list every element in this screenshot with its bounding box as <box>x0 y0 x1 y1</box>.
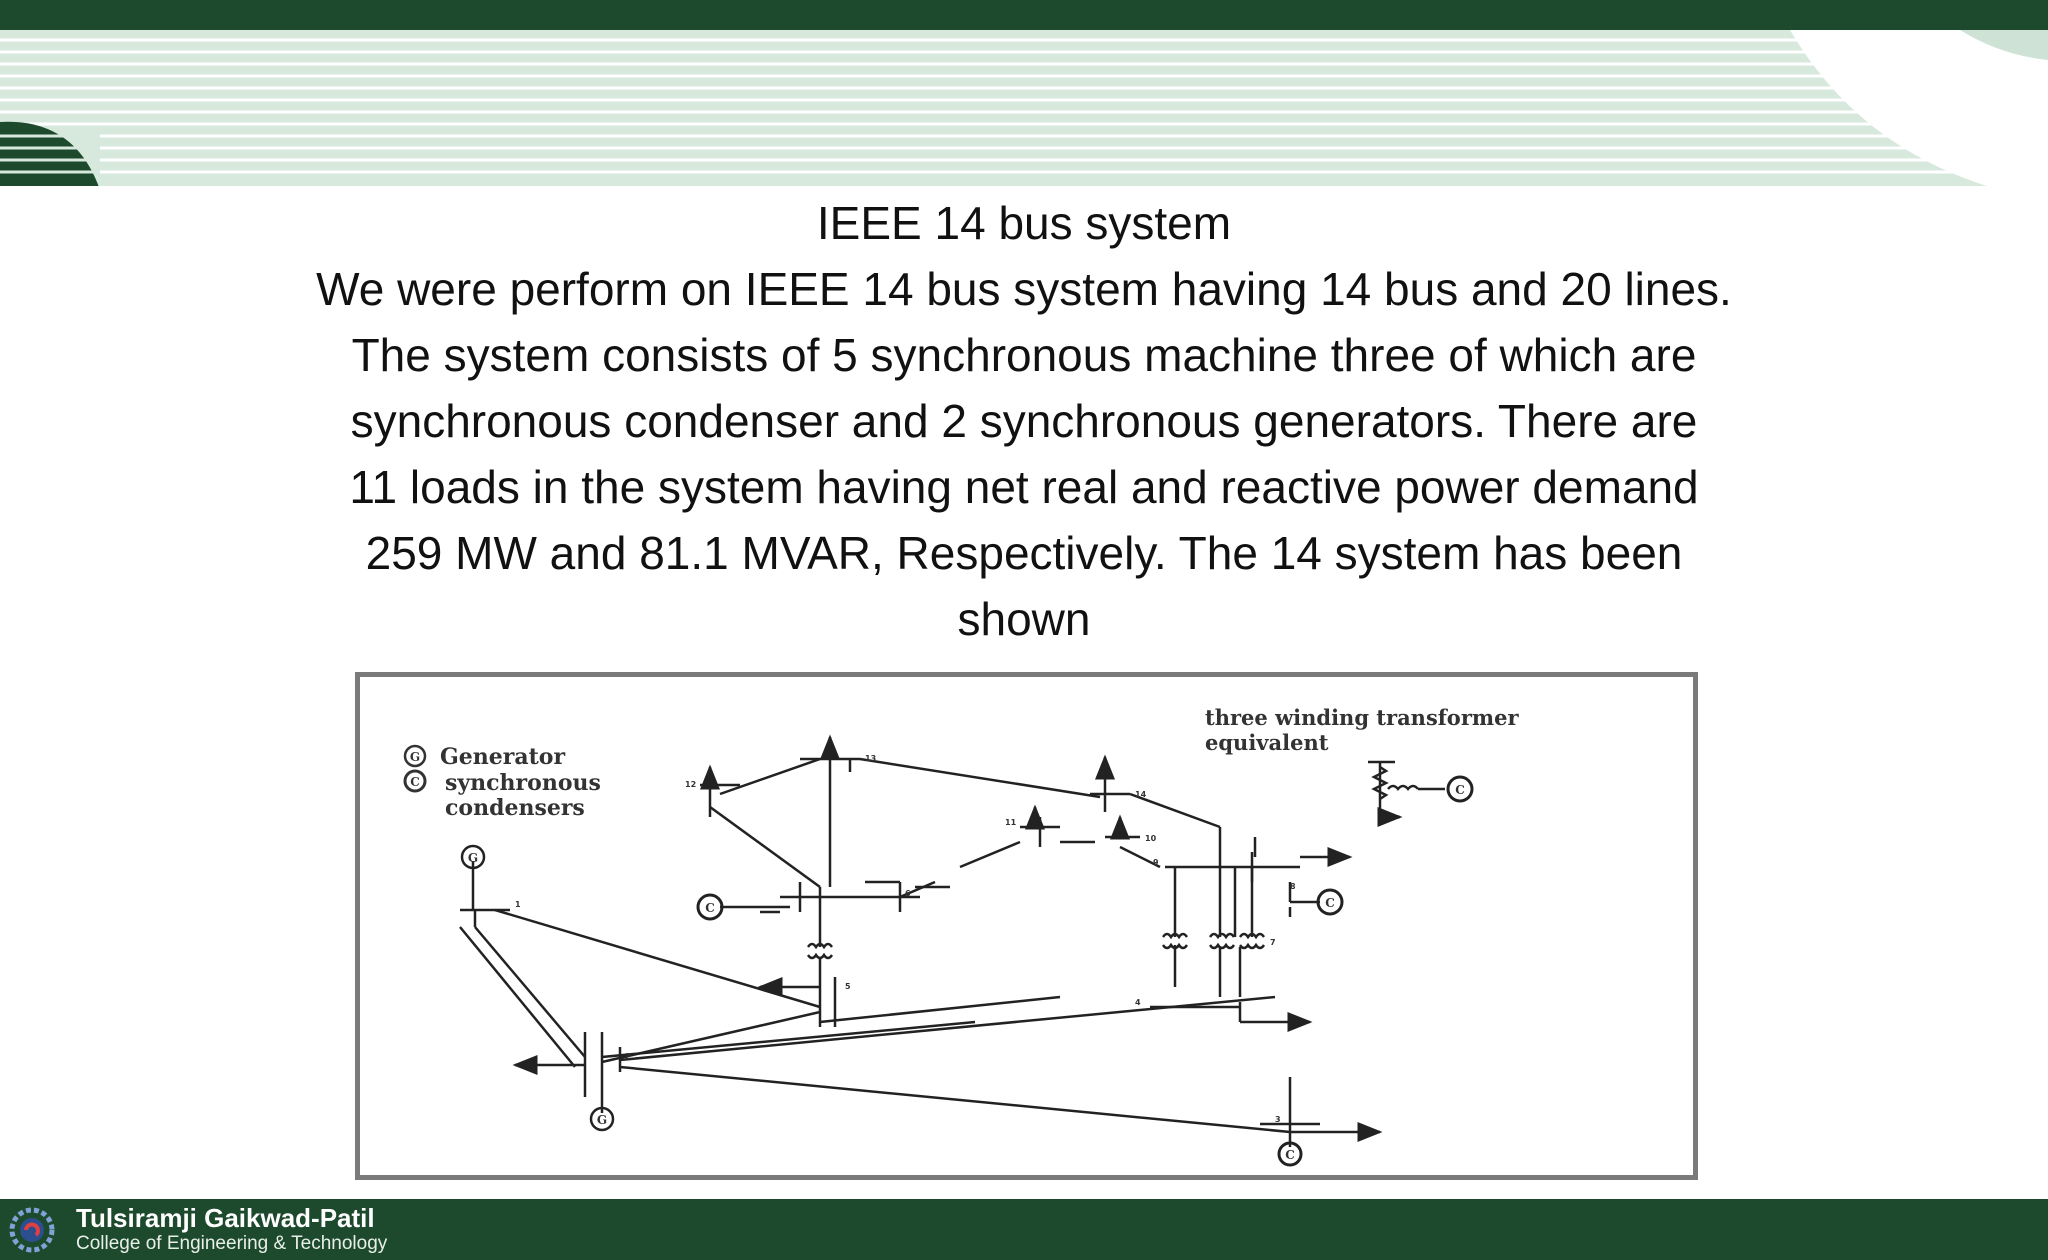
condenser-bus-8-icon <box>1446 775 1474 803</box>
condenser-bus-6-symbol: C <box>705 901 715 915</box>
transformer-label-1: three winding transformer <box>1205 705 1519 730</box>
condenser-bus-3-icon <box>1277 1141 1303 1167</box>
body-line-6: shown <box>957 593 1091 645</box>
transformer-label-2: equivalent <box>1205 730 1329 755</box>
line-1-2a <box>474 926 586 1058</box>
bus-number-8: 8 <box>1290 882 1296 891</box>
bus-numbers: 1 2 3 4 5 6 7 8 9 10 11 12 13 14 <box>515 754 1296 1124</box>
condenser-bus-8b-symbol: C <box>1325 896 1335 910</box>
generator-bus-1-icon <box>460 844 486 870</box>
legend-generator-label: Generator <box>440 744 565 770</box>
legend-condenser-icon <box>403 769 427 793</box>
condenser-bus-6-icon <box>696 893 724 921</box>
body-line-5: 259 MW and 81.1 MVAR, Respectively. The … <box>365 527 1683 579</box>
bus-number-6: 6 <box>905 889 911 898</box>
bus-number-11: 11 <box>1005 818 1017 827</box>
ieee14-diagram-frame: G Generator C synchronous condensers thr… <box>355 672 1698 1180</box>
legend-condenser-label-1: synchronous <box>445 770 601 796</box>
body-line-1: We were perform on IEEE 14 bus system ha… <box>316 263 1732 315</box>
bus-number-13: 13 <box>865 754 876 763</box>
bus-number-7: 7 <box>1270 938 1276 947</box>
slide-footer: Tulsiramji Gaikwad-Patil College of Engi… <box>0 1199 2048 1260</box>
bus-number-10: 10 <box>1145 834 1157 843</box>
condenser-bus-8-symbol: C <box>1455 783 1465 797</box>
body-line-3: synchronous condenser and 2 synchronous … <box>350 395 1698 447</box>
slide-header-banner <box>0 0 2048 192</box>
network-lines <box>459 734 1445 1147</box>
line-2-5 <box>601 1010 821 1064</box>
bus-number-9: 9 <box>1153 858 1159 867</box>
college-logo-icon <box>9 1207 55 1253</box>
legend: G Generator C synchronous condensers <box>403 744 601 821</box>
body-line-4: 11 loads in the system having net real a… <box>349 461 1699 513</box>
bus-number-14: 14 <box>1135 790 1147 799</box>
machines: G G C C C C <box>460 775 1474 1167</box>
bus-number-12: 12 <box>685 780 696 789</box>
line-2-4 <box>601 1020 976 1059</box>
legend-condenser-label-2: condensers <box>445 795 585 821</box>
body-line-2: The system consists of 5 synchronous mac… <box>351 329 1697 381</box>
generator-bus-2-icon <box>589 1106 615 1132</box>
slide-body: We were perform on IEEE 14 bus system ha… <box>260 256 1788 652</box>
condenser-bus-3-symbol: C <box>1285 1148 1295 1162</box>
legend-generator-symbol: G <box>410 750 420 764</box>
footer-institution-name: Tulsiramji Gaikwad-Patil <box>76 1203 375 1233</box>
bus-number-3: 3 <box>1275 1115 1281 1124</box>
line-1-5 <box>494 908 821 1009</box>
line-1-2b <box>459 926 576 1068</box>
legend-generator-icon <box>403 744 427 768</box>
generator-bus-1-symbol: G <box>468 851 478 865</box>
bus-number-2: 2 <box>625 1052 631 1061</box>
condenser-bus-8b-icon <box>1316 888 1344 916</box>
ieee14-single-line-diagram: G Generator C synchronous condensers thr… <box>403 705 1519 1167</box>
generator-bus-2-symbol: G <box>597 1113 607 1127</box>
legend-condenser-symbol: C <box>410 775 420 789</box>
line-2-3 <box>619 1065 1291 1134</box>
slide-title: IEEE 14 bus system <box>816 197 1232 249</box>
bus-number-1: 1 <box>515 900 521 909</box>
footer-institution-subtitle: College of Engineering & Technology <box>76 1233 388 1254</box>
bus-number-4: 4 <box>1135 998 1141 1007</box>
bus-number-5: 5 <box>845 982 851 991</box>
